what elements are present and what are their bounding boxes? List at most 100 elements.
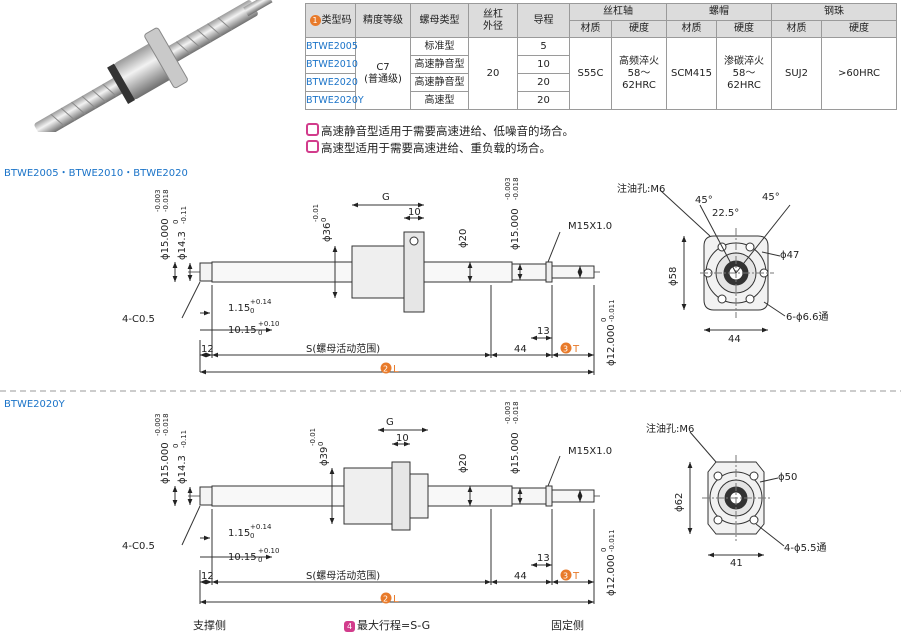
svg-text:L: L: [393, 594, 399, 605]
product-photo: [34, 0, 273, 132]
svg-text:44: 44: [514, 344, 527, 355]
svg-text:4-ϕ5.5通: 4-ϕ5.5通: [784, 542, 826, 554]
svg-text:12: 12: [201, 571, 214, 582]
svg-text:+0.10: +0.10: [258, 320, 279, 328]
flange-view-top: [659, 189, 791, 333]
cell-shaft-material: S55C: [569, 37, 612, 110]
svg-text:-0.011: -0.011: [608, 299, 616, 322]
th-lead: 导程: [517, 3, 570, 38]
th-ball: 钢珠: [771, 3, 897, 21]
svg-text:41: 41: [730, 558, 743, 569]
svg-text:-0.018: -0.018: [162, 413, 170, 436]
svg-text:-0.018: -0.018: [162, 189, 170, 212]
svg-text:4-C0.5: 4-C0.5: [122, 314, 155, 325]
th-nut-type: 螺母类型: [410, 3, 469, 38]
th-grade: 精度等级: [355, 3, 411, 38]
section-title-bottom: BTWE2020Y: [4, 399, 65, 410]
row-lead: 20: [517, 91, 570, 110]
svg-text:-0.01: -0.01: [312, 204, 320, 222]
svg-text:10: 10: [396, 433, 409, 444]
svg-text:10.15: 10.15: [228, 552, 257, 563]
cell-grade: C7(普通级): [355, 37, 411, 110]
svg-text:ϕ14.3: ϕ14.3: [177, 231, 188, 260]
th-nut: 螺帽: [666, 3, 772, 21]
svg-text:ϕ62: ϕ62: [674, 493, 685, 512]
svg-text:13: 13: [537, 553, 550, 564]
cell-nut-material: SCM415: [666, 37, 717, 110]
svg-text:-0.003: -0.003: [154, 189, 162, 212]
th-ball-hardness: 硬度: [821, 20, 897, 38]
svg-text:-0.003: -0.003: [504, 401, 512, 424]
row-code[interactable]: BTWE2020Y: [305, 91, 364, 110]
svg-text:45°: 45°: [695, 195, 713, 206]
svg-text:0: 0: [600, 318, 608, 322]
support-side-label: 支撑侧: [193, 619, 226, 632]
svg-text:ϕ39: ϕ39: [319, 447, 330, 466]
svg-text:ϕ47: ϕ47: [780, 250, 799, 261]
svg-text:ϕ15.000: ϕ15.000: [510, 208, 521, 250]
svg-text:-0.11: -0.11: [180, 206, 188, 224]
drawing-bottom: [172, 427, 600, 605]
svg-text:6-ϕ6.6通: 6-ϕ6.6通: [786, 311, 828, 323]
table-row: BTWE2020 高速静音型 20: [305, 73, 897, 92]
drawing-bottom-labels: ϕ15.000 -0.003 -0.018 ϕ14.3 0 -0.11 ϕ39 …: [122, 401, 617, 605]
flange-view-bottom-labels: 注油孔:M6 ϕ50 ϕ62 4-ϕ5.5通 41: [646, 422, 826, 569]
svg-text:ϕ20: ϕ20: [458, 454, 469, 473]
th-ball-material: 材质: [771, 20, 822, 38]
svg-text:0: 0: [250, 532, 254, 540]
svg-text:-0.003: -0.003: [504, 177, 512, 200]
svg-text:ϕ12.000: ϕ12.000: [606, 554, 617, 596]
svg-text:+0.14: +0.14: [250, 523, 272, 531]
badge-4: 4: [344, 621, 355, 632]
svg-text:-0.018: -0.018: [512, 177, 520, 200]
svg-text:S(螺母活动范围): S(螺母活动范围): [306, 342, 380, 355]
svg-text:M15X1.0: M15X1.0: [568, 221, 612, 232]
svg-text:0: 0: [320, 218, 328, 222]
svg-text:ϕ15.000: ϕ15.000: [510, 432, 521, 474]
svg-text:ϕ12.000: ϕ12.000: [606, 324, 617, 366]
note-icon: [306, 140, 319, 153]
svg-text:45°: 45°: [762, 192, 780, 203]
fixed-side-label: 固定侧: [551, 619, 584, 632]
svg-text:M15X1.0: M15X1.0: [568, 446, 612, 457]
th-nut-hardness: 硬度: [716, 20, 772, 38]
svg-text:-0.11: -0.11: [180, 430, 188, 448]
note-1: 高速静音型适用于需要高速进给、低噪音的场合。: [306, 123, 574, 139]
th-shaft-hardness: 硬度: [611, 20, 667, 38]
svg-text:12: 12: [201, 344, 214, 355]
svg-text:0: 0: [258, 329, 262, 337]
cell-diameter: 20: [468, 37, 518, 110]
svg-text:2: 2: [383, 365, 388, 374]
svg-text:ϕ50: ϕ50: [778, 472, 797, 483]
svg-text:10: 10: [408, 207, 421, 218]
svg-text:ϕ36: ϕ36: [322, 223, 333, 242]
svg-text:0: 0: [172, 220, 180, 224]
section-title-top: BTWE2005・BTWE2010・BTWE2020: [4, 168, 188, 179]
cell-ball-hardness: >60HRC: [821, 37, 897, 110]
note-2: 高速型适用于需要高速进给、重负载的场合。: [306, 140, 551, 156]
svg-text:1.15: 1.15: [228, 303, 250, 314]
svg-text:0: 0: [172, 444, 180, 448]
svg-text:0: 0: [250, 307, 254, 315]
svg-text:ϕ14.3: ϕ14.3: [177, 455, 188, 484]
svg-text:S(螺母活动范围): S(螺母活动范围): [306, 569, 380, 582]
svg-text:ϕ58: ϕ58: [668, 267, 679, 286]
svg-text:注油孔:M6: 注油孔:M6: [646, 422, 694, 435]
svg-text:0: 0: [258, 556, 262, 564]
svg-text:13: 13: [537, 326, 550, 337]
svg-text:44: 44: [728, 334, 741, 345]
svg-text:44: 44: [514, 571, 527, 582]
svg-text:L: L: [393, 364, 399, 375]
svg-text:1.15: 1.15: [228, 528, 250, 539]
badge-1: 1: [309, 14, 321, 26]
table-row: BTWE2020Y 高速型 20: [305, 91, 897, 110]
svg-text:ϕ15.000: ϕ15.000: [160, 218, 171, 260]
svg-text:G: G: [386, 417, 394, 428]
svg-text:ϕ15.000: ϕ15.000: [160, 442, 171, 484]
svg-text:T: T: [572, 571, 580, 582]
svg-text:-0.018: -0.018: [512, 401, 520, 424]
svg-text:0: 0: [600, 548, 608, 552]
